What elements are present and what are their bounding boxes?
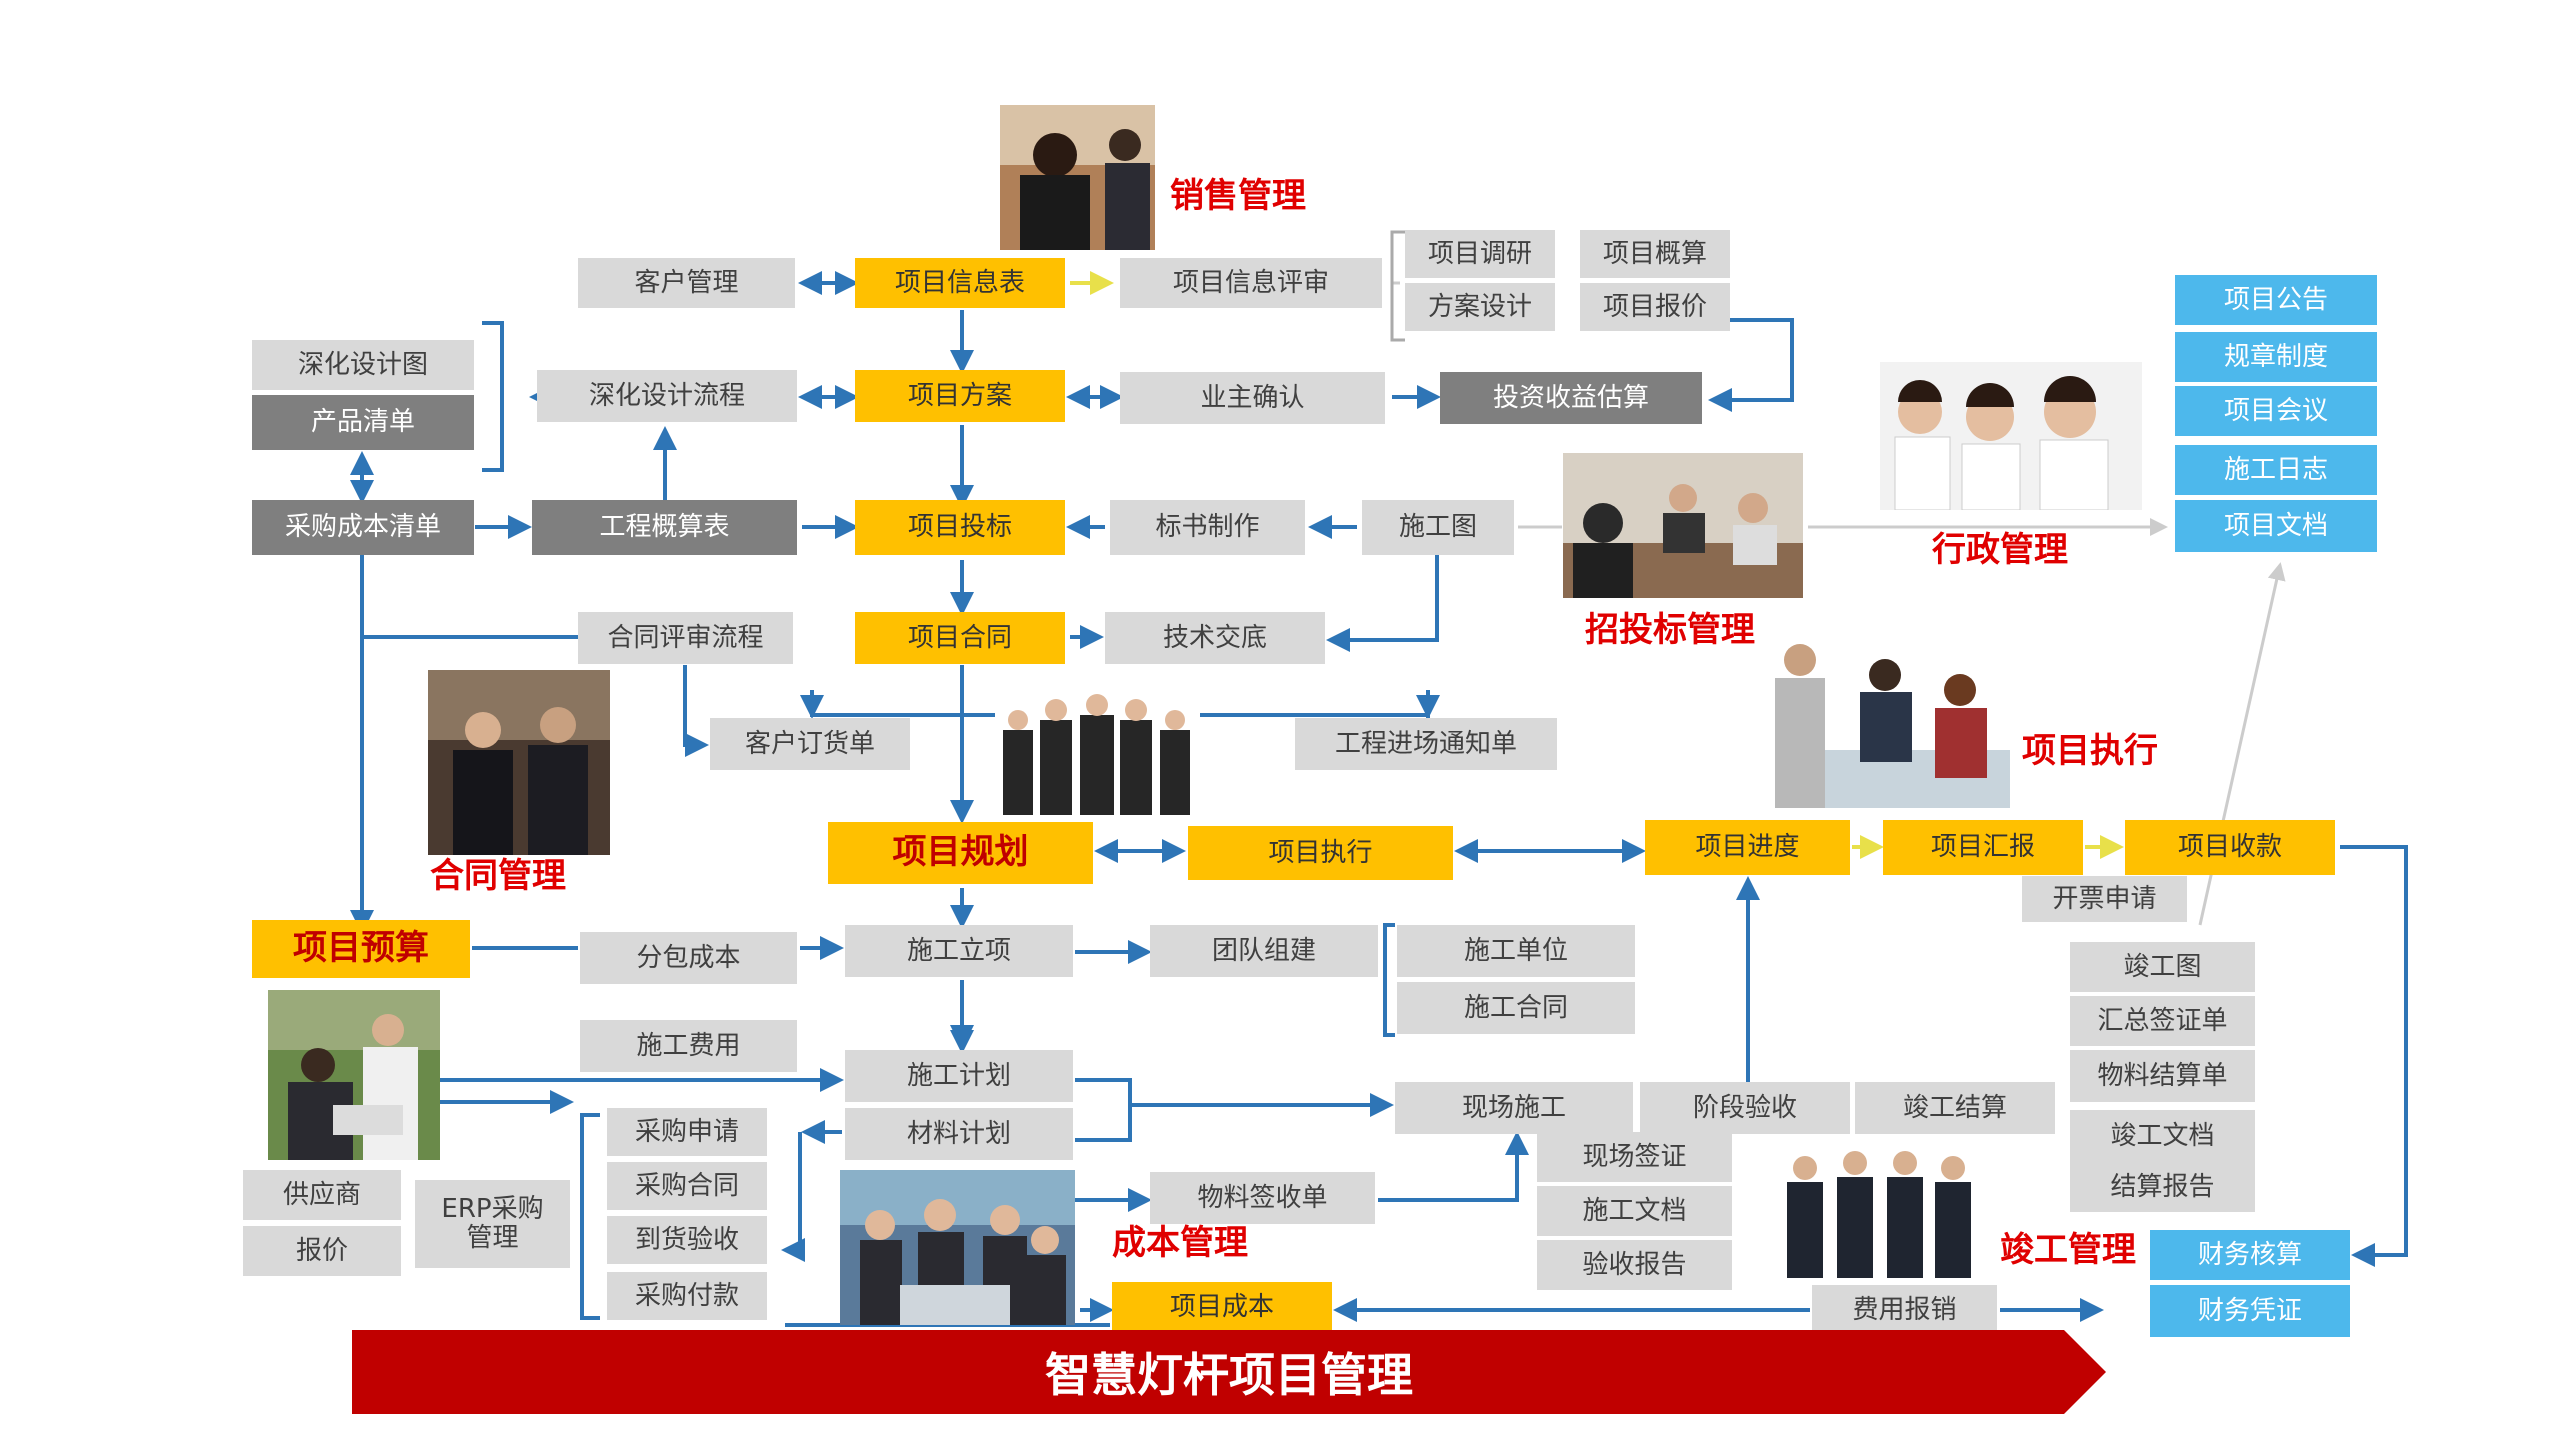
node-construction-plan[interactable]: 施工计划: [845, 1050, 1073, 1102]
node-subcontract-cost[interactable]: 分包成本: [580, 932, 797, 984]
budget-photo: [268, 990, 440, 1160]
node-project-planning[interactable]: 项目规划: [828, 822, 1093, 884]
node-tender-prep[interactable]: 标书制作: [1110, 500, 1305, 555]
node-acceptance-report[interactable]: 验收报告: [1537, 1240, 1732, 1290]
node-detail-design-drawing[interactable]: 深化设计图: [252, 340, 474, 390]
node-detail-design-flow[interactable]: 深化设计流程: [537, 370, 797, 422]
node-project-contract[interactable]: 项目合同: [855, 612, 1065, 664]
node-project-bid[interactable]: 项目投标: [855, 500, 1065, 555]
node-expense-claim[interactable]: 费用报销: [1812, 1285, 1997, 1335]
label-sales: 销售管理: [1170, 176, 1306, 216]
node-engineering-budget[interactable]: 工程概算表: [532, 500, 797, 555]
label-completion: 竣工管理: [2000, 1230, 2136, 1270]
node-quote[interactable]: 报价: [243, 1226, 401, 1276]
node-tech-briefing[interactable]: 技术交底: [1105, 612, 1325, 664]
node-construction-fee[interactable]: 施工费用: [580, 1020, 797, 1072]
node-purchase-contract[interactable]: 采购合同: [607, 1162, 767, 1210]
node-site-entry-notice[interactable]: 工程进场通知单: [1295, 718, 1557, 770]
node-arrival-inspection[interactable]: 到货验收: [607, 1216, 767, 1264]
node-financial-voucher[interactable]: 财务凭证: [2150, 1285, 2350, 1337]
node-construction-log[interactable]: 施工日志: [2175, 445, 2377, 495]
node-material-plan[interactable]: 材料计划: [845, 1108, 1073, 1160]
node-product-list[interactable]: 产品清单: [252, 395, 474, 450]
node-site-visa[interactable]: 现场签证: [1537, 1132, 1732, 1182]
node-project-research[interactable]: 项目调研: [1405, 230, 1555, 278]
bidding-photo: [1563, 453, 1803, 598]
node-supplier[interactable]: 供应商: [243, 1170, 401, 1220]
node-project-budget[interactable]: 项目预算: [252, 920, 470, 978]
node-project-docs[interactable]: 项目文档: [2175, 500, 2377, 552]
node-stage-acceptance[interactable]: 阶段验收: [1640, 1082, 1850, 1134]
node-roi-estimate[interactable]: 投资收益估算: [1440, 372, 1702, 424]
node-construction-unit[interactable]: 施工单位: [1397, 925, 1635, 977]
title-banner: [352, 1330, 2106, 1414]
node-project-progress[interactable]: 项目进度: [1645, 820, 1850, 875]
node-project-exec[interactable]: 项目执行: [1188, 826, 1453, 880]
node-purchase-payment[interactable]: 采购付款: [607, 1272, 767, 1320]
label-admin: 行政管理: [1932, 530, 2068, 570]
node-invoice-request[interactable]: 开票申请: [2022, 876, 2187, 922]
node-project-collection[interactable]: 项目收款: [2125, 820, 2335, 875]
node-completion-docs[interactable]: 竣工文档: [2070, 1110, 2255, 1162]
node-project-cost[interactable]: 项目成本: [1112, 1282, 1332, 1332]
node-as-built-drawing[interactable]: 竣工图: [2070, 942, 2255, 992]
node-construction-drawing[interactable]: 施工图: [1362, 500, 1514, 555]
node-scheme-design[interactable]: 方案设计: [1405, 283, 1555, 331]
node-completion-settlement[interactable]: 竣工结算: [1855, 1082, 2055, 1134]
label-bidding: 招投标管理: [1585, 610, 1755, 650]
node-summary-visa[interactable]: 汇总签证单: [2070, 996, 2255, 1046]
node-customer-mgmt[interactable]: 客户管理: [578, 258, 795, 308]
node-announcement[interactable]: 项目公告: [2175, 275, 2377, 325]
cost-photo: [840, 1170, 1075, 1325]
node-construction-setup[interactable]: 施工立项: [845, 925, 1073, 977]
node-team-building[interactable]: 团队组建: [1150, 925, 1378, 977]
node-settlement-report[interactable]: 结算报告: [2070, 1162, 2255, 1212]
node-erp-purchase[interactable]: ERP采购 管理: [415, 1180, 570, 1268]
node-meeting[interactable]: 项目会议: [2175, 386, 2377, 436]
node-project-quote[interactable]: 项目报价: [1580, 283, 1730, 331]
node-regulations[interactable]: 规章制度: [2175, 332, 2377, 382]
label-contract: 合同管理: [430, 856, 566, 896]
node-project-plan[interactable]: 项目方案: [855, 370, 1065, 422]
node-project-report[interactable]: 项目汇报: [1883, 820, 2083, 875]
node-purchase-request[interactable]: 采购申请: [607, 1108, 767, 1156]
node-site-construction[interactable]: 现场施工: [1395, 1082, 1633, 1134]
node-financial-accounting[interactable]: 财务核算: [2150, 1230, 2350, 1280]
node-material-receipt[interactable]: 物料签收单: [1150, 1172, 1375, 1224]
execution-photo: [1750, 630, 2010, 808]
node-material-settlement[interactable]: 物料结算单: [2070, 1050, 2255, 1102]
node-project-info-review[interactable]: 项目信息评审: [1120, 258, 1382, 308]
node-customer-order[interactable]: 客户订货单: [710, 718, 910, 770]
node-project-info[interactable]: 项目信息表: [855, 258, 1065, 308]
node-construction-docs[interactable]: 施工文档: [1537, 1186, 1732, 1236]
team-photo: [995, 690, 1200, 815]
contract-photo: [428, 670, 610, 855]
label-cost: 成本管理: [1112, 1223, 1248, 1263]
node-owner-confirm[interactable]: 业主确认: [1120, 372, 1385, 424]
label-execution: 项目执行: [2022, 731, 2158, 771]
sales-photo: [1000, 105, 1155, 250]
node-procure-cost-list[interactable]: 采购成本清单: [252, 500, 474, 555]
node-project-estimate[interactable]: 项目概算: [1580, 230, 1730, 278]
admin-photo: [1880, 362, 2142, 510]
node-contract-review[interactable]: 合同评审流程: [578, 612, 793, 664]
banner-title: 智慧灯杆项目管理: [1045, 1348, 1413, 1402]
node-construction-contract[interactable]: 施工合同: [1397, 982, 1635, 1034]
completion-photo: [1775, 1138, 1980, 1278]
